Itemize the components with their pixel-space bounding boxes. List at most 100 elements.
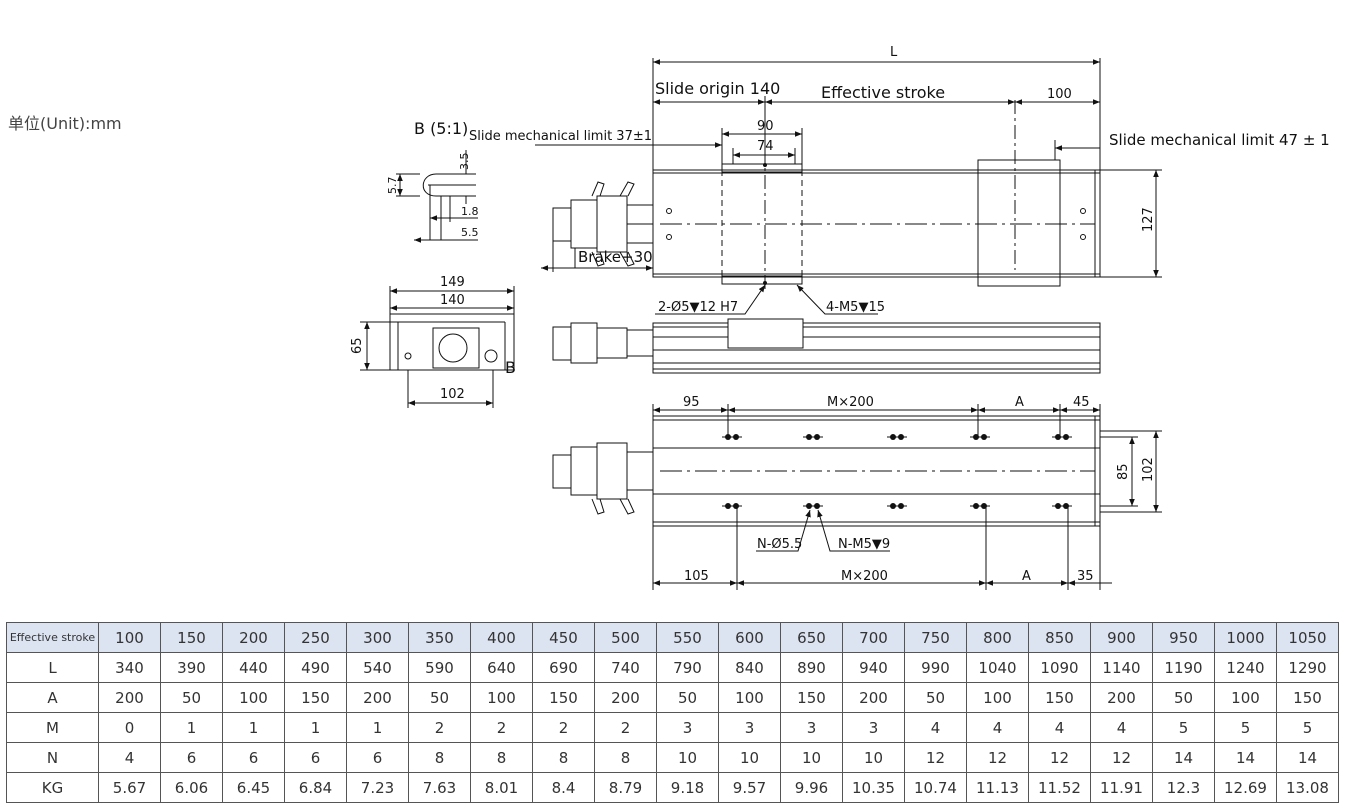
table-cell: 6: [160, 742, 223, 773]
dim-1-8: 1.8: [461, 205, 479, 218]
table-cell: 8: [408, 742, 471, 773]
dim-65: 65: [350, 337, 365, 354]
table-cell: 3: [842, 712, 905, 743]
dim-height-127: 127: [1141, 207, 1156, 232]
table-cell: 10: [780, 742, 843, 773]
table-cell: 8.01: [470, 772, 533, 803]
table-cell: 100: [718, 682, 781, 713]
dim-3-5: 3.5: [458, 153, 471, 171]
table-cell: 150: [1028, 682, 1091, 713]
dim-85: 85: [1116, 463, 1131, 480]
dim-brake: Brake+30: [578, 248, 653, 266]
table-cell: 790: [656, 652, 719, 683]
dim-slider-90: 90: [757, 119, 774, 134]
table-header-cell: 150: [160, 622, 223, 653]
table-cell: 1: [222, 712, 285, 743]
table-cell: 14: [1214, 742, 1277, 773]
table-header-cell: 550: [656, 622, 719, 653]
table-cell: 11.91: [1090, 772, 1153, 803]
table-cell: 100: [966, 682, 1029, 713]
table-cell: 9.57: [718, 772, 781, 803]
mounting-holes: [722, 434, 1072, 509]
table-cell: 200: [842, 682, 905, 713]
table-cell: 640: [470, 652, 533, 683]
table-cell: 200: [98, 682, 161, 713]
dim-102-end: 102: [440, 387, 465, 402]
table-row-label: N: [6, 742, 99, 773]
side-view: [552, 318, 1101, 374]
dim-L: L: [890, 45, 898, 60]
table-cell: 1090: [1028, 652, 1091, 683]
table-cell: 10: [718, 742, 781, 773]
table-cell: 4: [904, 712, 967, 743]
dim-bot-105: 105: [684, 569, 709, 584]
table-cell: 440: [222, 652, 285, 683]
table-cell: 10: [842, 742, 905, 773]
table-cell: 1290: [1276, 652, 1339, 683]
label-tap-hole: 4-M5▼15: [826, 300, 885, 315]
table-cell: 200: [1090, 682, 1153, 713]
table-cell: 10.35: [842, 772, 905, 803]
table-header-cell: 200: [222, 622, 285, 653]
dim-mech-limit-right: Slide mechanical limit 47 ± 1: [1109, 131, 1330, 149]
detail-b-title: B (5:1): [414, 119, 468, 138]
table-cell: 5: [1276, 712, 1339, 743]
table-row-label: KG: [6, 772, 99, 803]
table-row-label: A: [6, 682, 99, 713]
table-cell: 50: [904, 682, 967, 713]
table-row-label: M: [6, 712, 99, 743]
dim-bot-m200: M×200: [841, 569, 888, 584]
dim-102-side: 102: [1141, 457, 1156, 482]
table-cell: 890: [780, 652, 843, 683]
table-cell: 4: [1028, 712, 1091, 743]
table-header-cell: 500: [594, 622, 657, 653]
table-cell: 8.79: [594, 772, 657, 803]
top-view: [535, 58, 1162, 315]
dim-slide-origin: Slide origin 140: [655, 79, 780, 98]
table-row-label: L: [6, 652, 99, 683]
dim-bot-35: 35: [1077, 569, 1094, 584]
table-cell: 840: [718, 652, 781, 683]
table-header-cell: 450: [532, 622, 595, 653]
detail-b: [396, 150, 478, 243]
table-cell: 11.52: [1028, 772, 1091, 803]
table-cell: 50: [408, 682, 471, 713]
table-cell: 1190: [1152, 652, 1215, 683]
table-cell: 12: [966, 742, 1029, 773]
table-cell: 3: [718, 712, 781, 743]
table-cell: 4: [1090, 712, 1153, 743]
table-cell: 10.74: [904, 772, 967, 803]
table-cell: 200: [346, 682, 409, 713]
table-header-cell: 400: [470, 622, 533, 653]
table-cell: 3: [780, 712, 843, 743]
end-view: [360, 286, 515, 408]
table-cell: 8: [532, 742, 595, 773]
table-header-cell: 350: [408, 622, 471, 653]
table-cell: 50: [160, 682, 223, 713]
table-cell: 2: [594, 712, 657, 743]
dim-top-A: A: [1015, 395, 1024, 410]
table-cell: 9.96: [780, 772, 843, 803]
dim-5-5: 5.5: [461, 226, 479, 239]
table-cell: 5: [1214, 712, 1277, 743]
table-header-cell: 1000: [1214, 622, 1277, 653]
dim-140: 140: [440, 293, 465, 308]
table-header-cell: 800: [966, 622, 1029, 653]
table-cell: 150: [532, 682, 595, 713]
dim-end-100: 100: [1047, 87, 1072, 102]
table-cell: 12: [1028, 742, 1091, 773]
table-header-cell: 900: [1090, 622, 1153, 653]
bottom-view: [552, 404, 1162, 590]
label-n-hole: N-Ø5.5: [757, 537, 802, 552]
table-header-cell: 1050: [1276, 622, 1339, 653]
table-cell: 1040: [966, 652, 1029, 683]
dim-bot-A: A: [1022, 569, 1031, 584]
table-cell: 100: [222, 682, 285, 713]
table-cell: 0: [98, 712, 161, 743]
table-header-cell: 650: [780, 622, 843, 653]
